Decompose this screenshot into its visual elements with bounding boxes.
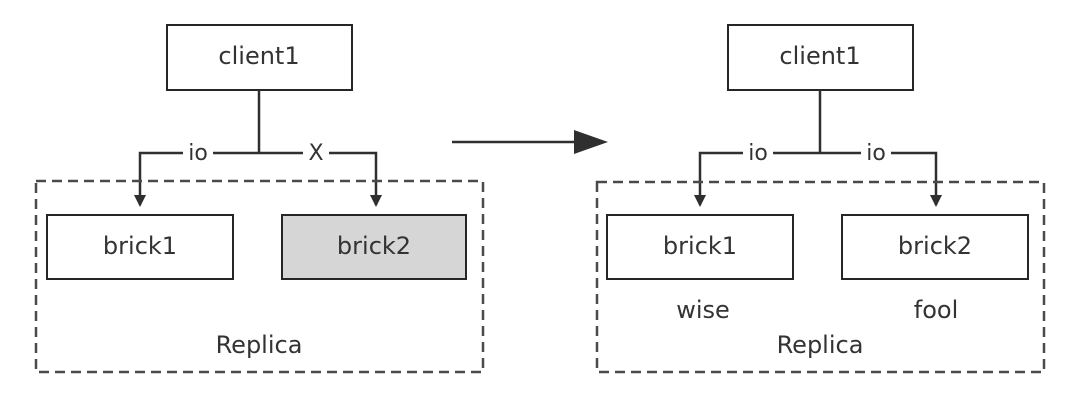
brick1-label: brick1 [663,232,737,260]
right-edge-label-bg [303,142,329,166]
brick1-node: brick1 [46,214,234,280]
left-edge-label-bg [743,142,773,166]
client-box [166,24,353,91]
brick2-box [841,214,1029,280]
client-node: client1 [166,24,353,91]
brick2-node-failed: brick2 [281,214,467,280]
brick2-caption-fool: fool [914,296,958,324]
right-edge-label: io [866,141,886,166]
io-connectors: io X [134,90,382,207]
brick1-box [606,214,794,280]
io-connectors: io io [694,90,942,207]
brick1-box [46,214,234,280]
left-edge-label-bg [183,142,213,166]
failed-edge-label: X [308,141,323,166]
client-box [727,24,914,91]
client-label: client1 [779,42,860,70]
brick2-label: brick2 [898,232,972,260]
left-io-arrow [694,151,820,207]
client-label: client1 [218,42,299,70]
right-io-arrow [259,151,382,207]
client-node: client1 [727,24,914,91]
left-io-arrow [134,151,259,207]
right-io-arrow [820,151,942,207]
brick2-box-failed [281,214,467,280]
brick2-node: brick2 [841,214,1029,280]
left-edge-label: io [748,141,768,166]
brick2-label: brick2 [337,232,411,260]
after-diagram: client1 io io brick1 brick2 wise fool Re… [595,24,1046,374]
transition-arrow-head [574,130,608,154]
replica-label: Replica [777,331,864,359]
brick1-caption-wise: wise [676,296,730,324]
brick1-label: brick1 [103,232,177,260]
right-edge-label-bg [861,142,891,166]
brick1-node: brick1 [606,214,794,280]
before-diagram: client1 io X brick1 brick2 Replica [34,24,485,374]
replica-label: Replica [216,331,303,359]
left-edge-label: io [188,141,208,166]
